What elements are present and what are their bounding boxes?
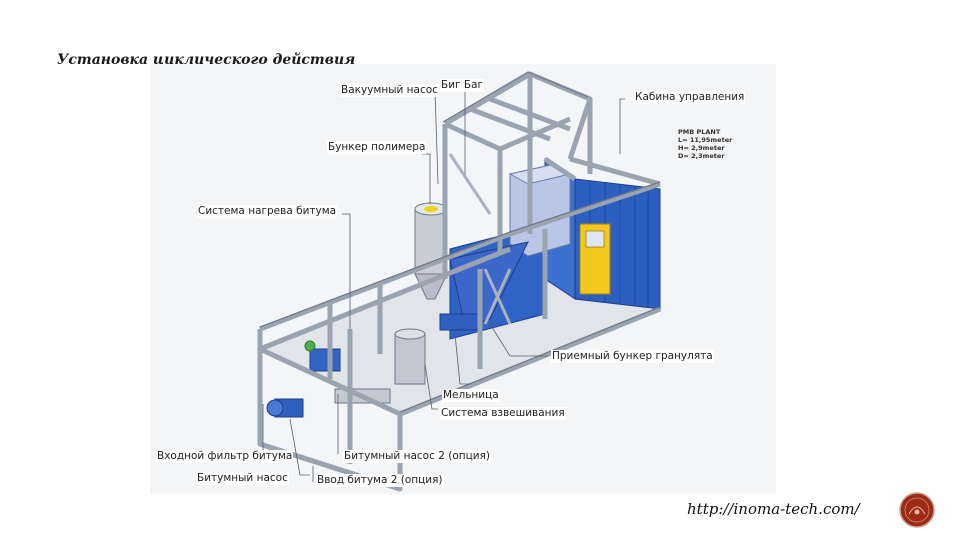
emblem-icon [899,492,935,528]
cabin-door-window [585,230,605,248]
plant-diagram: Вакуумный насос Биг Баг Кабина управлени… [150,64,776,494]
vacuum-unit [309,348,341,372]
braces [448,153,512,325]
spec-title: PMB PLANT [678,128,721,136]
leader-lines [262,82,625,482]
label-polymer-hopper: Бункер полимера [327,141,427,154]
polymer-hopper-lid [424,206,438,212]
label-bitumen-pump: Битумный насос [196,472,289,485]
valve [304,340,316,352]
plant-illustration [150,64,776,494]
website-link[interactable]: http://inoma-tech.com/ [687,500,860,518]
pump-motor [266,399,284,417]
label-inlet-filter: Входной фильтр битума [156,450,294,463]
heating-tank [394,333,426,385]
label-control-cabin: Кабина управления [634,91,746,104]
label-bitumen-input-2: Ввод битума 2 (опция) [316,474,444,487]
polymer-hopper-cone [414,273,448,300]
spec-length: L= 11,95meter [678,136,733,144]
spec-height: H= 2,9meter [678,144,725,152]
heating-tank-top [394,328,426,340]
plant-spec: PMB PLANT L= 11,95meter H= 2,9meter D= 2… [678,128,732,160]
label-granulate-hopper: Приемный бункер гранулята [551,350,714,363]
label-big-bag: Биг Баг [440,79,485,92]
spec-depth: D= 2,3meter [678,152,725,160]
label-vacuum-pump: Вакуумный насос [340,84,439,97]
mill [439,313,481,331]
label-mill: Мельница [442,389,500,402]
label-weighing-system: Система взвешивания [440,407,566,420]
label-bitumen-pump-2: Битумный насос 2 (опция) [343,450,491,463]
label-bitumen-heating: Система нагрева битума [197,205,338,218]
